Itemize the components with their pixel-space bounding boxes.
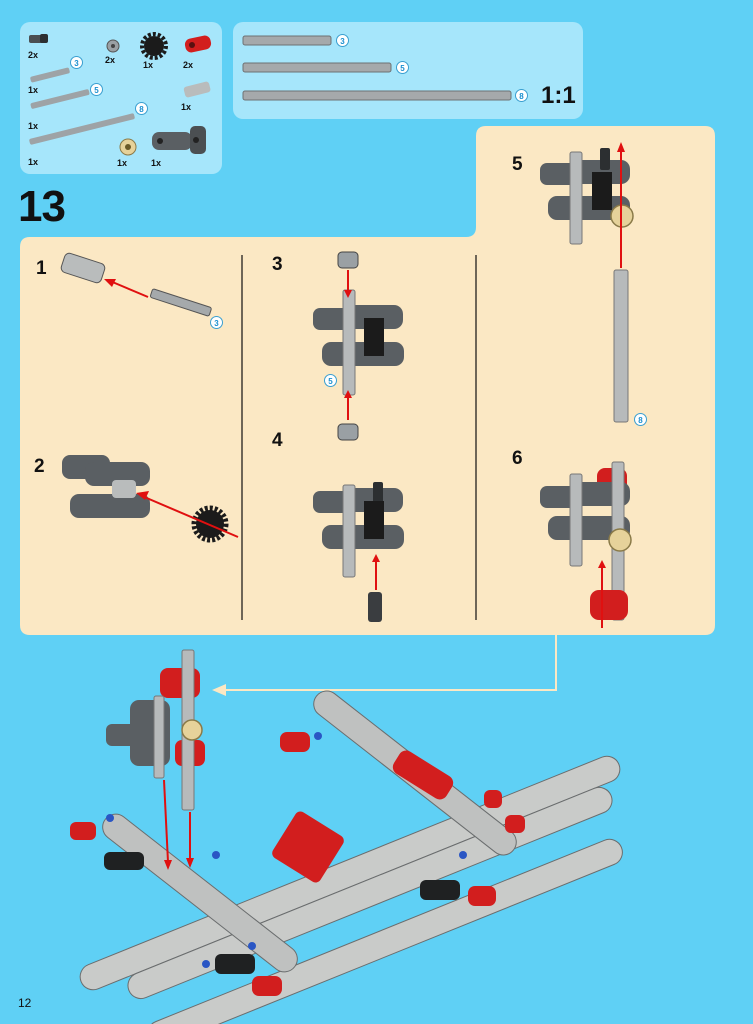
part-qty: 1x	[28, 121, 39, 131]
pin-connector-icon	[29, 34, 48, 43]
parts-list-drawing	[29, 32, 212, 156]
substep-2-illustration	[62, 455, 239, 543]
part-qty: 1x	[117, 158, 128, 168]
axle-length-badge: 3	[336, 34, 349, 47]
part-qty: 1x	[181, 102, 192, 112]
substep-number: 3	[272, 254, 283, 275]
part-qty: 2x	[28, 50, 39, 60]
axle-length-badge: 8	[135, 102, 148, 115]
axle-8-icon	[29, 113, 135, 145]
axle-length-badge: 8	[634, 413, 647, 426]
axle-3-icon	[30, 67, 70, 83]
substep-number: 4	[272, 430, 283, 451]
gear-black-icon	[140, 32, 168, 60]
axle-length-badge: 5	[396, 61, 409, 74]
substep-4-illustration	[313, 482, 404, 622]
connector-grey-icon	[183, 81, 211, 98]
scale-label: 1:1	[541, 82, 576, 109]
part-qty: 1x	[151, 158, 162, 168]
substep-number: 2	[34, 456, 45, 477]
substep-number: 6	[512, 448, 523, 469]
bush-icon	[106, 39, 120, 53]
red-connector-icon	[184, 35, 212, 53]
axle-length-badge: 8	[515, 89, 528, 102]
part-qty: 2x	[105, 55, 116, 65]
gear-tan-icon	[119, 138, 137, 156]
axle-scale-panel: 3 5 8	[233, 22, 583, 119]
step-number: 13	[18, 182, 66, 231]
main-assembly-model	[70, 649, 623, 1024]
part-qty: 1x	[143, 60, 154, 70]
substeps-panel	[20, 126, 715, 635]
substep-6-illustration	[540, 461, 632, 628]
axle-5-icon	[30, 89, 90, 109]
substep-1-illustration	[60, 252, 212, 317]
axle-length-badge: 5	[90, 83, 103, 96]
axle-scale-drawing	[242, 35, 512, 101]
axle-3-scale-icon	[242, 35, 332, 46]
part-qty: 1x	[28, 157, 39, 167]
parts-list-panel: 2x 2x 1x 2x 1x 3 1x 5 1x 1x 8 1x 1x	[20, 22, 222, 174]
callout-arrow	[212, 635, 557, 696]
steering-arm-icon	[152, 126, 206, 154]
substep-3-illustration	[313, 251, 404, 441]
axle-length-badge: 5	[324, 374, 337, 387]
page-number: 12	[18, 996, 32, 1010]
substep-number: 1	[36, 258, 47, 279]
axle-5-scale-icon	[242, 62, 392, 73]
substep-5-illustration	[540, 142, 634, 423]
axle-length-badge: 3	[70, 56, 83, 69]
part-qty: 1x	[28, 85, 39, 95]
part-qty: 2x	[183, 60, 194, 70]
axle-length-badge: 3	[210, 316, 223, 329]
substep-number: 5	[512, 154, 523, 175]
axle-8-scale-icon	[242, 90, 512, 101]
